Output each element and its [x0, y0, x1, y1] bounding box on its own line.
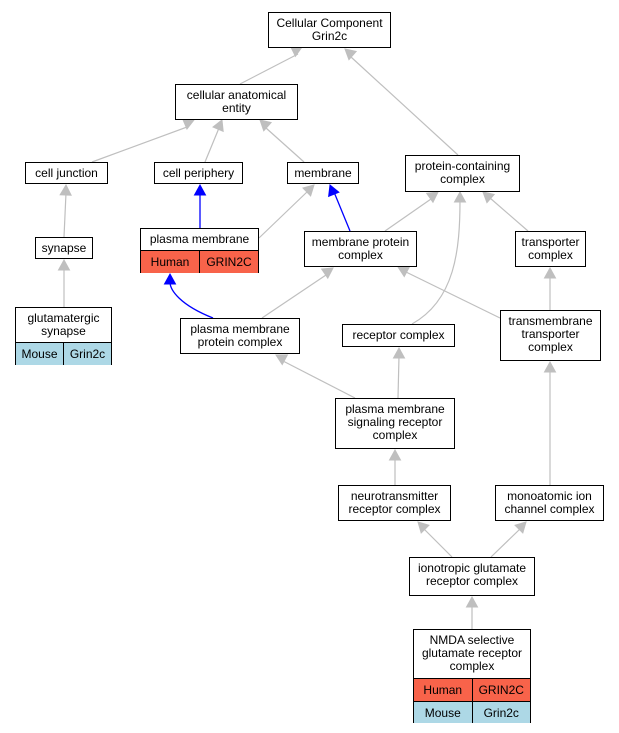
edge-pcc-to-root	[344, 48, 459, 156]
edge-pmsrc-to-rc	[392, 346, 406, 399]
arrowhead	[465, 595, 479, 608]
arrowhead	[417, 521, 430, 534]
edge-ionotropic-to-ntrc	[417, 521, 453, 558]
gene-cell: GRIN2C	[199, 251, 258, 273]
node-cell-periphery[interactable]: cell periphery	[154, 162, 243, 184]
arrowhead	[482, 191, 496, 204]
edge-mpc-to-membrane	[328, 184, 351, 232]
node-synapse[interactable]: synapse	[35, 237, 93, 259]
arrowhead	[514, 521, 527, 534]
node-cell-junction[interactable]: cell junction	[25, 162, 108, 184]
arrowhead	[453, 190, 467, 203]
arrowhead	[302, 184, 315, 197]
node-membrane[interactable]: membrane	[287, 162, 359, 184]
arrowhead	[57, 258, 71, 271]
arrowhead	[344, 48, 358, 61]
arrowhead	[543, 360, 557, 373]
edge-pm-to-membrane	[258, 184, 315, 239]
arrowhead	[328, 184, 340, 198]
edge-rc-to-pcc	[411, 190, 467, 325]
node-label: membrane	[294, 166, 352, 180]
edge-pm-to-periphery	[193, 183, 207, 228]
arrowhead	[163, 272, 177, 285]
annotation-row-human: Human GRIN2C	[414, 679, 530, 701]
edge-periphery-to-cae	[204, 119, 224, 163]
annotation-row-mouse: Mouse Grin2c	[414, 701, 530, 723]
node-label: receptor complex	[352, 328, 445, 342]
arrowhead	[543, 266, 557, 279]
edge-tmtc-to-mpc	[397, 266, 501, 319]
species-cell: Mouse	[21, 347, 58, 361]
gene-cell: Grin2c	[471, 702, 531, 723]
edge-mpc-to-pcc	[384, 191, 439, 232]
edge-cae-to-root	[239, 45, 303, 85]
edge-junction-to-cae	[91, 118, 195, 163]
arrowhead	[275, 354, 289, 366]
edge-tc-to-pcc	[482, 191, 529, 232]
edge-ionotropic-to-monoatomic	[490, 521, 527, 558]
arrowhead	[59, 183, 72, 196]
edge-pmpc-to-mpc	[261, 267, 334, 319]
annotation-row-mouse: Mouse Grin2c	[16, 343, 111, 365]
species-cell: Human	[150, 255, 190, 269]
node-receptor-complex[interactable]: receptor complex	[342, 324, 455, 347]
node-label: cell periphery	[162, 166, 235, 180]
arrowhead	[259, 119, 273, 132]
node-plasma-membrane[interactable]: plasma membrane Human GRIN2C	[140, 228, 259, 273]
edge-pmpc-to-pm	[163, 272, 214, 319]
node-label: plasma membrane	[141, 229, 258, 251]
edge-tmtc-to-tc	[543, 266, 557, 310]
species-cell: Mouse	[424, 705, 461, 720]
node-label: cell junction	[35, 166, 98, 180]
arrowhead	[193, 183, 207, 196]
edge-pmsrc-to-pmpc	[275, 354, 356, 399]
arrowhead	[392, 346, 406, 359]
arrowhead	[388, 448, 402, 461]
annotation-row-human: Human GRIN2C	[141, 251, 258, 273]
gene-cell: GRIN2C	[471, 679, 531, 701]
arrowhead	[397, 266, 411, 278]
arrowhead	[320, 267, 334, 280]
edge-nmda-to-ionotropic	[465, 595, 479, 629]
edge-synapse-to-junction	[59, 183, 72, 238]
edge-ntrc-to-pmsrc	[388, 448, 402, 485]
edge-glu-to-synapse	[57, 258, 71, 307]
edge-membrane-to-cae	[259, 119, 305, 163]
edge-monoatomic-to-tmtc	[543, 360, 557, 485]
gene-cell: Grin2c	[63, 343, 111, 365]
node-label: synapse	[41, 241, 87, 255]
arrowhead	[425, 191, 439, 204]
species-cell: Human	[423, 683, 463, 697]
arrowhead	[212, 119, 224, 133]
